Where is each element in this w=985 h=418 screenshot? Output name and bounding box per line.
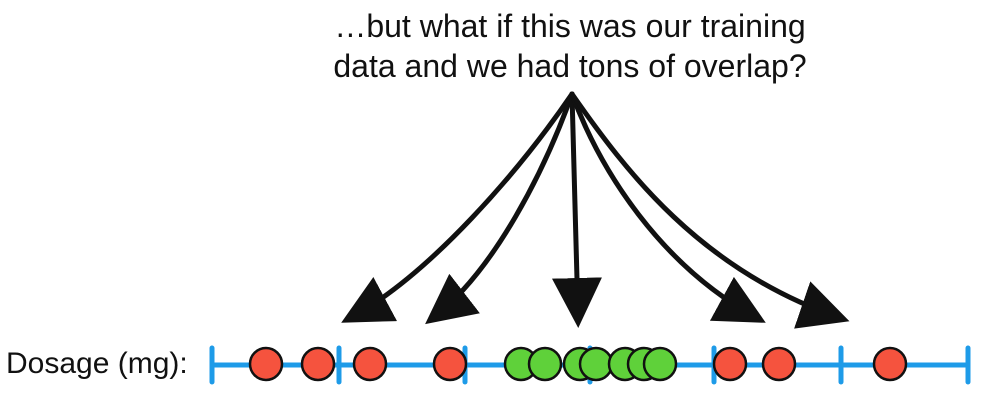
green-point — [527, 346, 563, 382]
arrows — [341, 91, 850, 329]
caption-line-1: …but what if this was our training — [334, 8, 806, 44]
arrow-5 — [569, 91, 850, 329]
arrow-4 — [569, 91, 766, 323]
green-point — [578, 346, 614, 382]
red-point — [761, 346, 797, 382]
caption: …but what if this was our training data … — [300, 6, 840, 86]
red-points — [248, 346, 908, 382]
red-point — [300, 346, 336, 382]
red-point — [352, 346, 388, 382]
green-point — [642, 346, 678, 382]
caption-line-2: data and we had tons of overlap? — [333, 48, 807, 84]
red-point — [712, 346, 748, 382]
red-point — [872, 346, 908, 382]
arrow-1 — [341, 91, 575, 323]
arrow-3 — [551, 91, 602, 328]
red-point — [432, 346, 468, 382]
green-points — [503, 346, 678, 382]
axis-label: Dosage (mg): — [6, 347, 188, 380]
arrow-2 — [425, 91, 575, 325]
red-point — [248, 346, 284, 382]
